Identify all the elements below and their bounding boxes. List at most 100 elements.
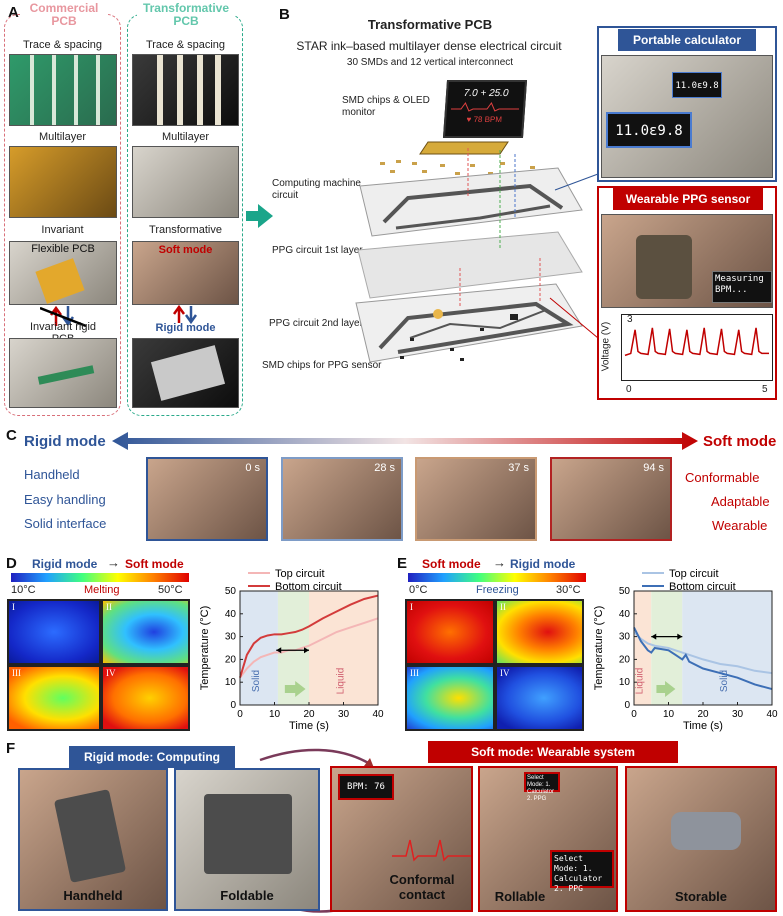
series-line-0	[633, 631, 773, 675]
x-tick-label: 0	[237, 709, 243, 720]
region-2	[309, 591, 378, 705]
ppg-box	[597, 186, 777, 400]
d-from: Rigid mode	[32, 557, 98, 571]
rigid-mode-photo	[132, 338, 239, 408]
time-label-28s: 28 s	[374, 462, 395, 474]
rigid-mode-heading: Rigid mode	[24, 433, 106, 450]
f-conformal-label: Conformal contact	[389, 872, 455, 902]
b-subtitle: STAR ink–based multilayer dense electric…	[296, 39, 562, 53]
ppg-title: Wearable PPG sensor	[613, 188, 763, 210]
rigid-prop-handheld: Handheld	[24, 467, 80, 482]
soft-mode-label: Soft mode	[158, 244, 213, 256]
left-multilayer-photo	[9, 146, 117, 218]
y-tick-label: 40	[225, 609, 237, 620]
ppg-ylabel: Voltage (V)	[600, 321, 612, 372]
legend-label-1: Bottom circuit	[669, 581, 736, 593]
ppg-chart-frame	[621, 314, 773, 381]
e-thermal-4: IV	[495, 665, 584, 731]
region-label-solid: Solid	[719, 670, 730, 692]
f-handheld-photo: Handheld	[18, 768, 168, 911]
f-select-zoom: Select Mode: 1. Calculator 2. PPG	[550, 850, 614, 893]
phase-change-arrow	[656, 681, 676, 698]
e-colorbar	[408, 573, 586, 582]
panel-label-b: B	[279, 6, 290, 23]
panel-label-a: A	[8, 4, 19, 21]
x-tick-label: 20	[303, 709, 315, 720]
x-tick-label: 30	[732, 709, 744, 720]
ppg-photo: Measuring BPM...	[601, 214, 773, 308]
d-thermal-3: III	[7, 665, 101, 731]
transformative-pcb-title: Transformative PCB	[137, 2, 235, 28]
panel-label-e: E	[397, 555, 408, 572]
f-foldable-label: Foldable	[220, 888, 274, 903]
soft-mode-heading: Soft mode	[703, 433, 777, 450]
d-to: Soft mode	[125, 557, 184, 571]
layer-label-ppg1: PPG circuit 1st layer	[272, 245, 363, 256]
time-photo-94s: 94 s	[550, 457, 672, 541]
y-tick-label: 50	[619, 586, 631, 597]
commercial-pcb-title: Commercial PCB	[20, 2, 108, 28]
x-tick-label: 20	[697, 709, 709, 720]
layer-label-computing: Computing machine circuit	[272, 178, 361, 201]
calculator-title: Portable calculator	[618, 29, 756, 51]
transition-arrow-head-right	[304, 647, 309, 654]
legend-label-0: Top circuit	[669, 568, 719, 580]
y-tick-label: 0	[624, 700, 630, 711]
d-process: Melting	[84, 584, 120, 596]
x-tick-label: 10	[663, 709, 675, 720]
oled-equation: 7.0 + 25.0	[463, 88, 509, 99]
right-multilayer-photo	[132, 146, 239, 218]
soft-prop-conformable: Conformable	[685, 470, 760, 485]
d-thermal-4: IV	[101, 665, 190, 731]
f-bpm-display: BPM: 76	[338, 774, 394, 800]
d-thermal-2: II	[101, 599, 190, 665]
phase-change-arrow	[284, 681, 306, 698]
y-tick-label: 0	[230, 700, 236, 711]
calculator-photo: 11.0ε9.8 11.0ε9.8	[601, 55, 773, 178]
soft-prop-wearable: Wearable	[712, 518, 768, 533]
e-cbar-max: 30°C	[556, 584, 581, 596]
oled-pulse	[450, 102, 520, 112]
time-photo-0s: 0 s	[146, 457, 268, 541]
right-trace-label: Trace & spacing	[145, 39, 226, 51]
panel-label-c: C	[6, 427, 17, 444]
y-tick-label: 40	[619, 609, 631, 620]
soft-wearable-title: Soft mode: Wearable system	[428, 741, 678, 763]
b-subtitle2: 30 SMDs and 12 vertical interconnect	[346, 57, 514, 68]
f-select-small: Select Mode: 1. Calculator 2. PPG	[524, 772, 560, 802]
panel-label-f: F	[6, 740, 16, 757]
right-transformative-label: Transformative	[149, 224, 222, 236]
region-0	[634, 591, 652, 705]
ppg-chart	[624, 327, 769, 357]
time-label-94s: 94 s	[643, 462, 664, 474]
f-storable-label: Storable	[674, 889, 727, 904]
right-multilayer-label: Multilayer	[161, 131, 210, 143]
invariant-arrows	[40, 305, 86, 328]
legend-label-1: Bottom circuit	[275, 581, 342, 593]
f-ppg-trace	[392, 839, 471, 862]
e-arrow: →	[493, 555, 506, 570]
layer-label-smd-ppg: SMD chips for PPG sensor	[262, 360, 382, 371]
exploded-layer-diagram	[355, 141, 599, 363]
ppg-x-left: 0	[626, 384, 632, 395]
b-title: Transformative PCB	[367, 17, 493, 32]
x-tick-label: 40	[766, 709, 778, 720]
oled-monitor: 7.0 + 25.0 ♥ 78 BPM	[442, 80, 528, 138]
rigid-prop-easy: Easy handling	[24, 492, 106, 507]
left-trace-photo	[9, 54, 117, 126]
f-storable-photo: Storable	[625, 766, 777, 912]
transition-arrow-head-left	[651, 633, 657, 640]
calculator-display-zoom: 11.0ε9.8	[606, 112, 692, 148]
x-tick-label: 40	[372, 709, 384, 720]
x-tick-label: 10	[269, 709, 281, 720]
d-thermal-1: I	[7, 599, 101, 665]
e-process: Freezing	[476, 584, 519, 596]
left-multilayer-label: Multilayer	[38, 131, 87, 143]
time-label-37s: 37 s	[508, 462, 529, 474]
f-rollable-label: Rollable	[494, 889, 546, 904]
transition-arrow-head-left	[276, 647, 282, 654]
time-photo-28s: 28 s	[281, 457, 403, 541]
y-axis-label: Temperature (°C)	[199, 606, 211, 690]
rigid-mode-label-a: Rigid mode	[155, 322, 216, 334]
transition-arrow-head-right	[677, 633, 683, 640]
